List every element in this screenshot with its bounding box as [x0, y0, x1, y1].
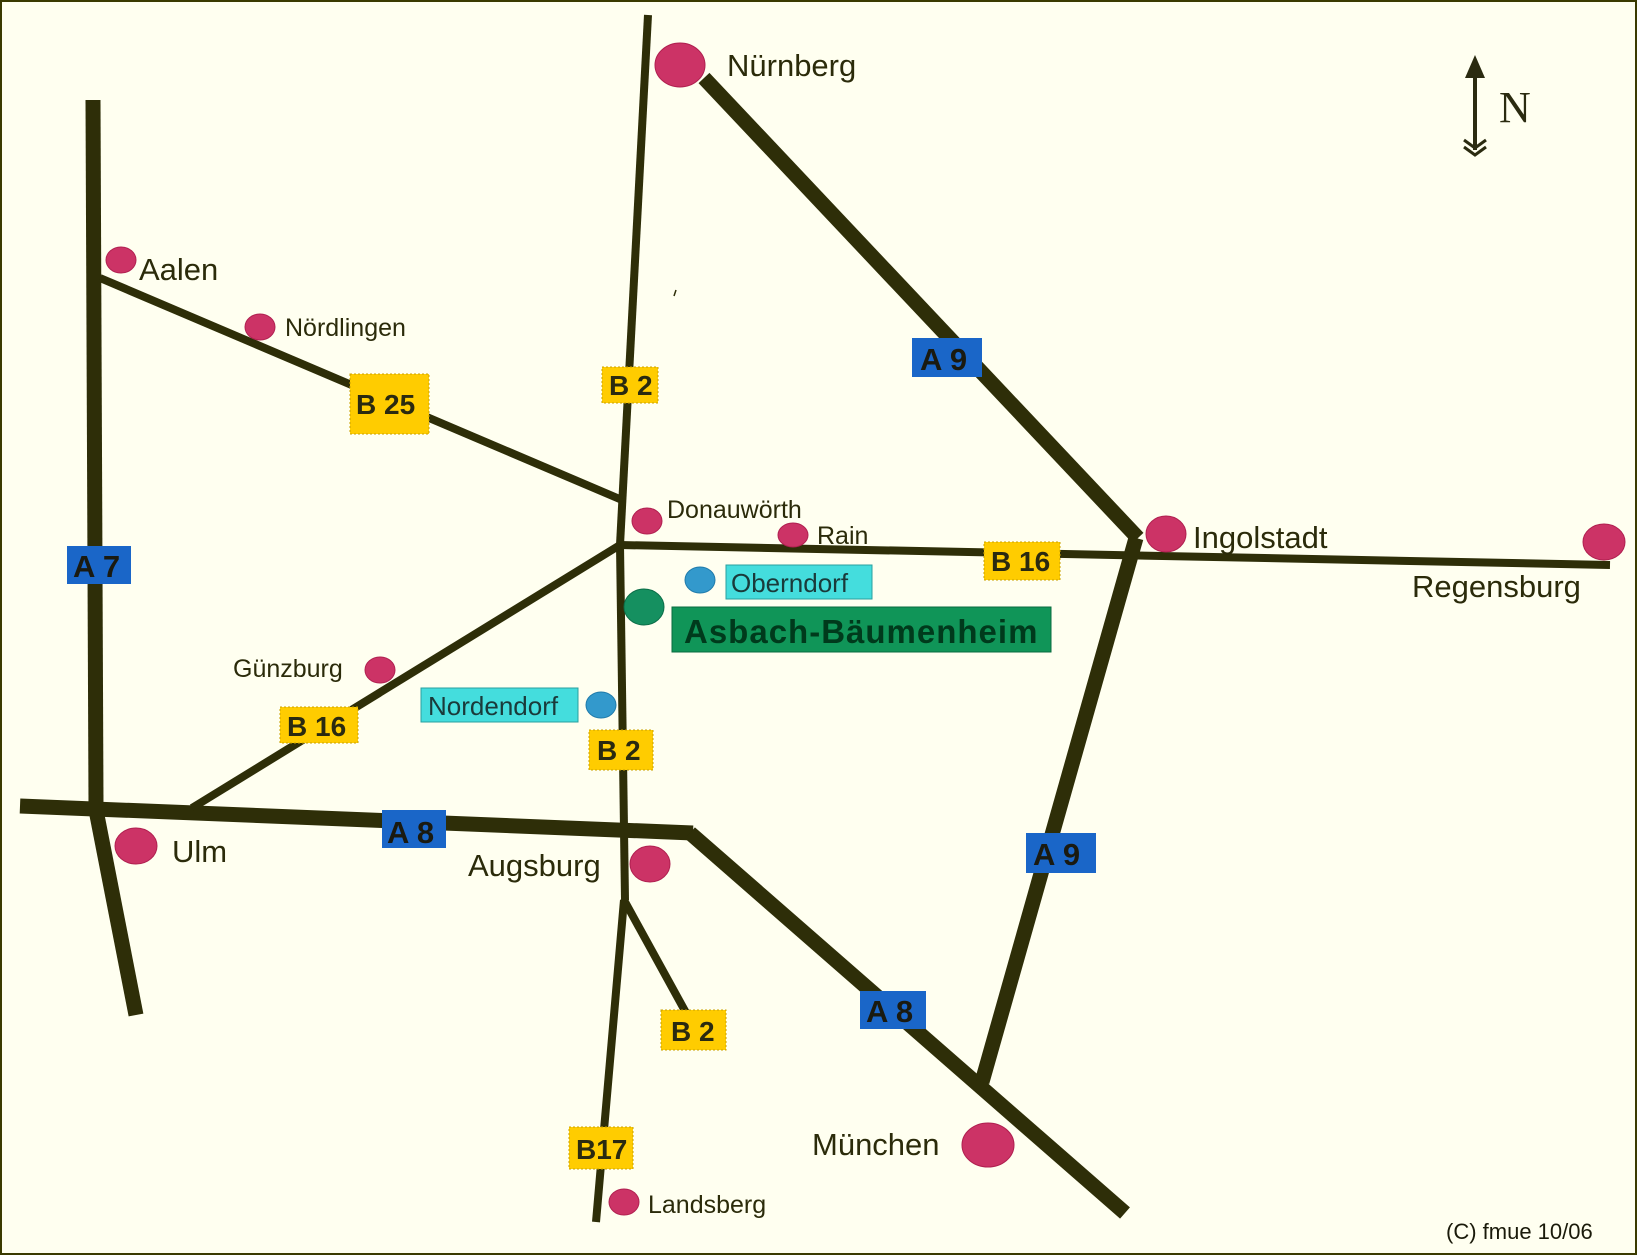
- road-a8-west: [19, 798, 694, 841]
- shield-b17: B17: [576, 1134, 627, 1165]
- shield-b16-west: B 16: [287, 711, 346, 742]
- city-dot-aalen: [105, 246, 137, 274]
- shield-b25: B 25: [356, 389, 415, 420]
- local-label-box-nordendorf: [420, 687, 579, 723]
- shield-a9-north-box: [912, 338, 982, 377]
- city-label-nuernberg: Nürnberg: [727, 48, 856, 83]
- north-arrow-icon: [1463, 55, 1487, 157]
- city-dot-guenzburg: [364, 656, 396, 684]
- shield-a9-south-box: [1026, 833, 1096, 873]
- city-dot-landsberg: [608, 1188, 640, 1216]
- shield-b2-south-box: [660, 1009, 727, 1051]
- shield-a7: A 7: [73, 549, 120, 584]
- north-label: N: [1499, 83, 1531, 132]
- shield-b2-middle: B 2: [597, 735, 641, 766]
- city-dot-noerdlingen: [244, 313, 276, 341]
- road-a7: [85, 99, 104, 806]
- city-dot-ulm: [114, 827, 158, 865]
- city-dot-regensburg: [1582, 523, 1626, 561]
- stray-mark: [673, 289, 677, 297]
- city-label-guenzburg: Günzburg: [233, 655, 343, 683]
- shield-b16-west-box: [279, 706, 359, 744]
- shield-b17-box: [568, 1126, 634, 1170]
- shield-a8-east: A 8: [866, 994, 913, 1029]
- road-a9-north: [698, 72, 1144, 544]
- city-dot-donauwoerth: [631, 507, 663, 535]
- local-dot-oberndorf: [684, 566, 716, 594]
- city-label-ulm: Ulm: [172, 834, 227, 869]
- local-label-nordendorf: Nordendorf: [428, 691, 559, 721]
- shield-b16-east: B 16: [991, 546, 1050, 577]
- home-label-box: [671, 606, 1052, 653]
- city-label-aalen: Aalen: [139, 252, 218, 287]
- city-dot-rain: [777, 522, 809, 548]
- shield-b25-box: [349, 373, 430, 435]
- city-dot-muenchen: [961, 1122, 1015, 1168]
- local-dot-nordendorf: [585, 691, 617, 719]
- road-b16-west: [189, 541, 623, 812]
- city-label-rain: Rain: [817, 522, 868, 550]
- road-b16-east: [619, 541, 1611, 569]
- city-label-noerdlingen: Nördlingen: [285, 314, 406, 342]
- shield-b16-east-box: [983, 541, 1061, 581]
- city-label-ingolstadt: Ingolstadt: [1193, 520, 1328, 555]
- city-dot-nuernberg: [654, 42, 706, 88]
- local-label-oberndorf: Oberndorf: [731, 568, 849, 598]
- road-shields: A 7 A 8 A 8 A 9 A 9 B 2 B 25 B 16 B 16 B…: [67, 338, 1096, 1170]
- shield-a8-west-box: [382, 810, 446, 848]
- shield-a8-east-box: [860, 991, 926, 1029]
- shield-a9-north: A 9: [920, 342, 967, 377]
- copyright: (C) fmue 10/06: [1446, 1219, 1593, 1244]
- roads: [19, 14, 1611, 1223]
- home-dot-asbach-baeumenheim: [623, 588, 665, 626]
- city-dot-ingolstadt: [1145, 515, 1187, 553]
- shield-a8-west: A 8: [387, 815, 434, 850]
- city-label-muenchen: München: [812, 1127, 940, 1162]
- shield-a9-south: A 9: [1033, 837, 1080, 872]
- shield-b2-north: B 2: [609, 370, 653, 401]
- shield-a7-box: [67, 546, 131, 584]
- city-labels: Nürnberg Aalen Nördlingen Donauwörth Rai…: [139, 48, 1581, 1219]
- local-label-box-oberndorf: [725, 564, 873, 600]
- road-a9-south: [974, 535, 1144, 1085]
- city-markers: [105, 42, 1626, 1216]
- local-places: Oberndorf Nordendorf Asbach-Bäumenheim: [420, 564, 1052, 723]
- shield-b2-middle-box: [588, 729, 654, 771]
- road-a7-south: [87, 803, 144, 1017]
- city-label-donauwoerth: Donauwörth: [667, 496, 802, 524]
- city-dot-augsburg: [629, 845, 671, 883]
- shield-b2-north-box: [601, 366, 659, 404]
- city-label-landsberg: Landsberg: [648, 1191, 766, 1219]
- city-label-regensburg: Regensburg: [1412, 569, 1581, 604]
- home-label: Asbach-Bäumenheim: [684, 613, 1038, 650]
- road-b2-middle: [616, 544, 629, 901]
- city-label-augsburg: Augsburg: [468, 848, 601, 883]
- road-b2-south: [620, 898, 694, 1022]
- road-b2: [616, 14, 652, 546]
- shield-b2-south: B 2: [671, 1016, 715, 1047]
